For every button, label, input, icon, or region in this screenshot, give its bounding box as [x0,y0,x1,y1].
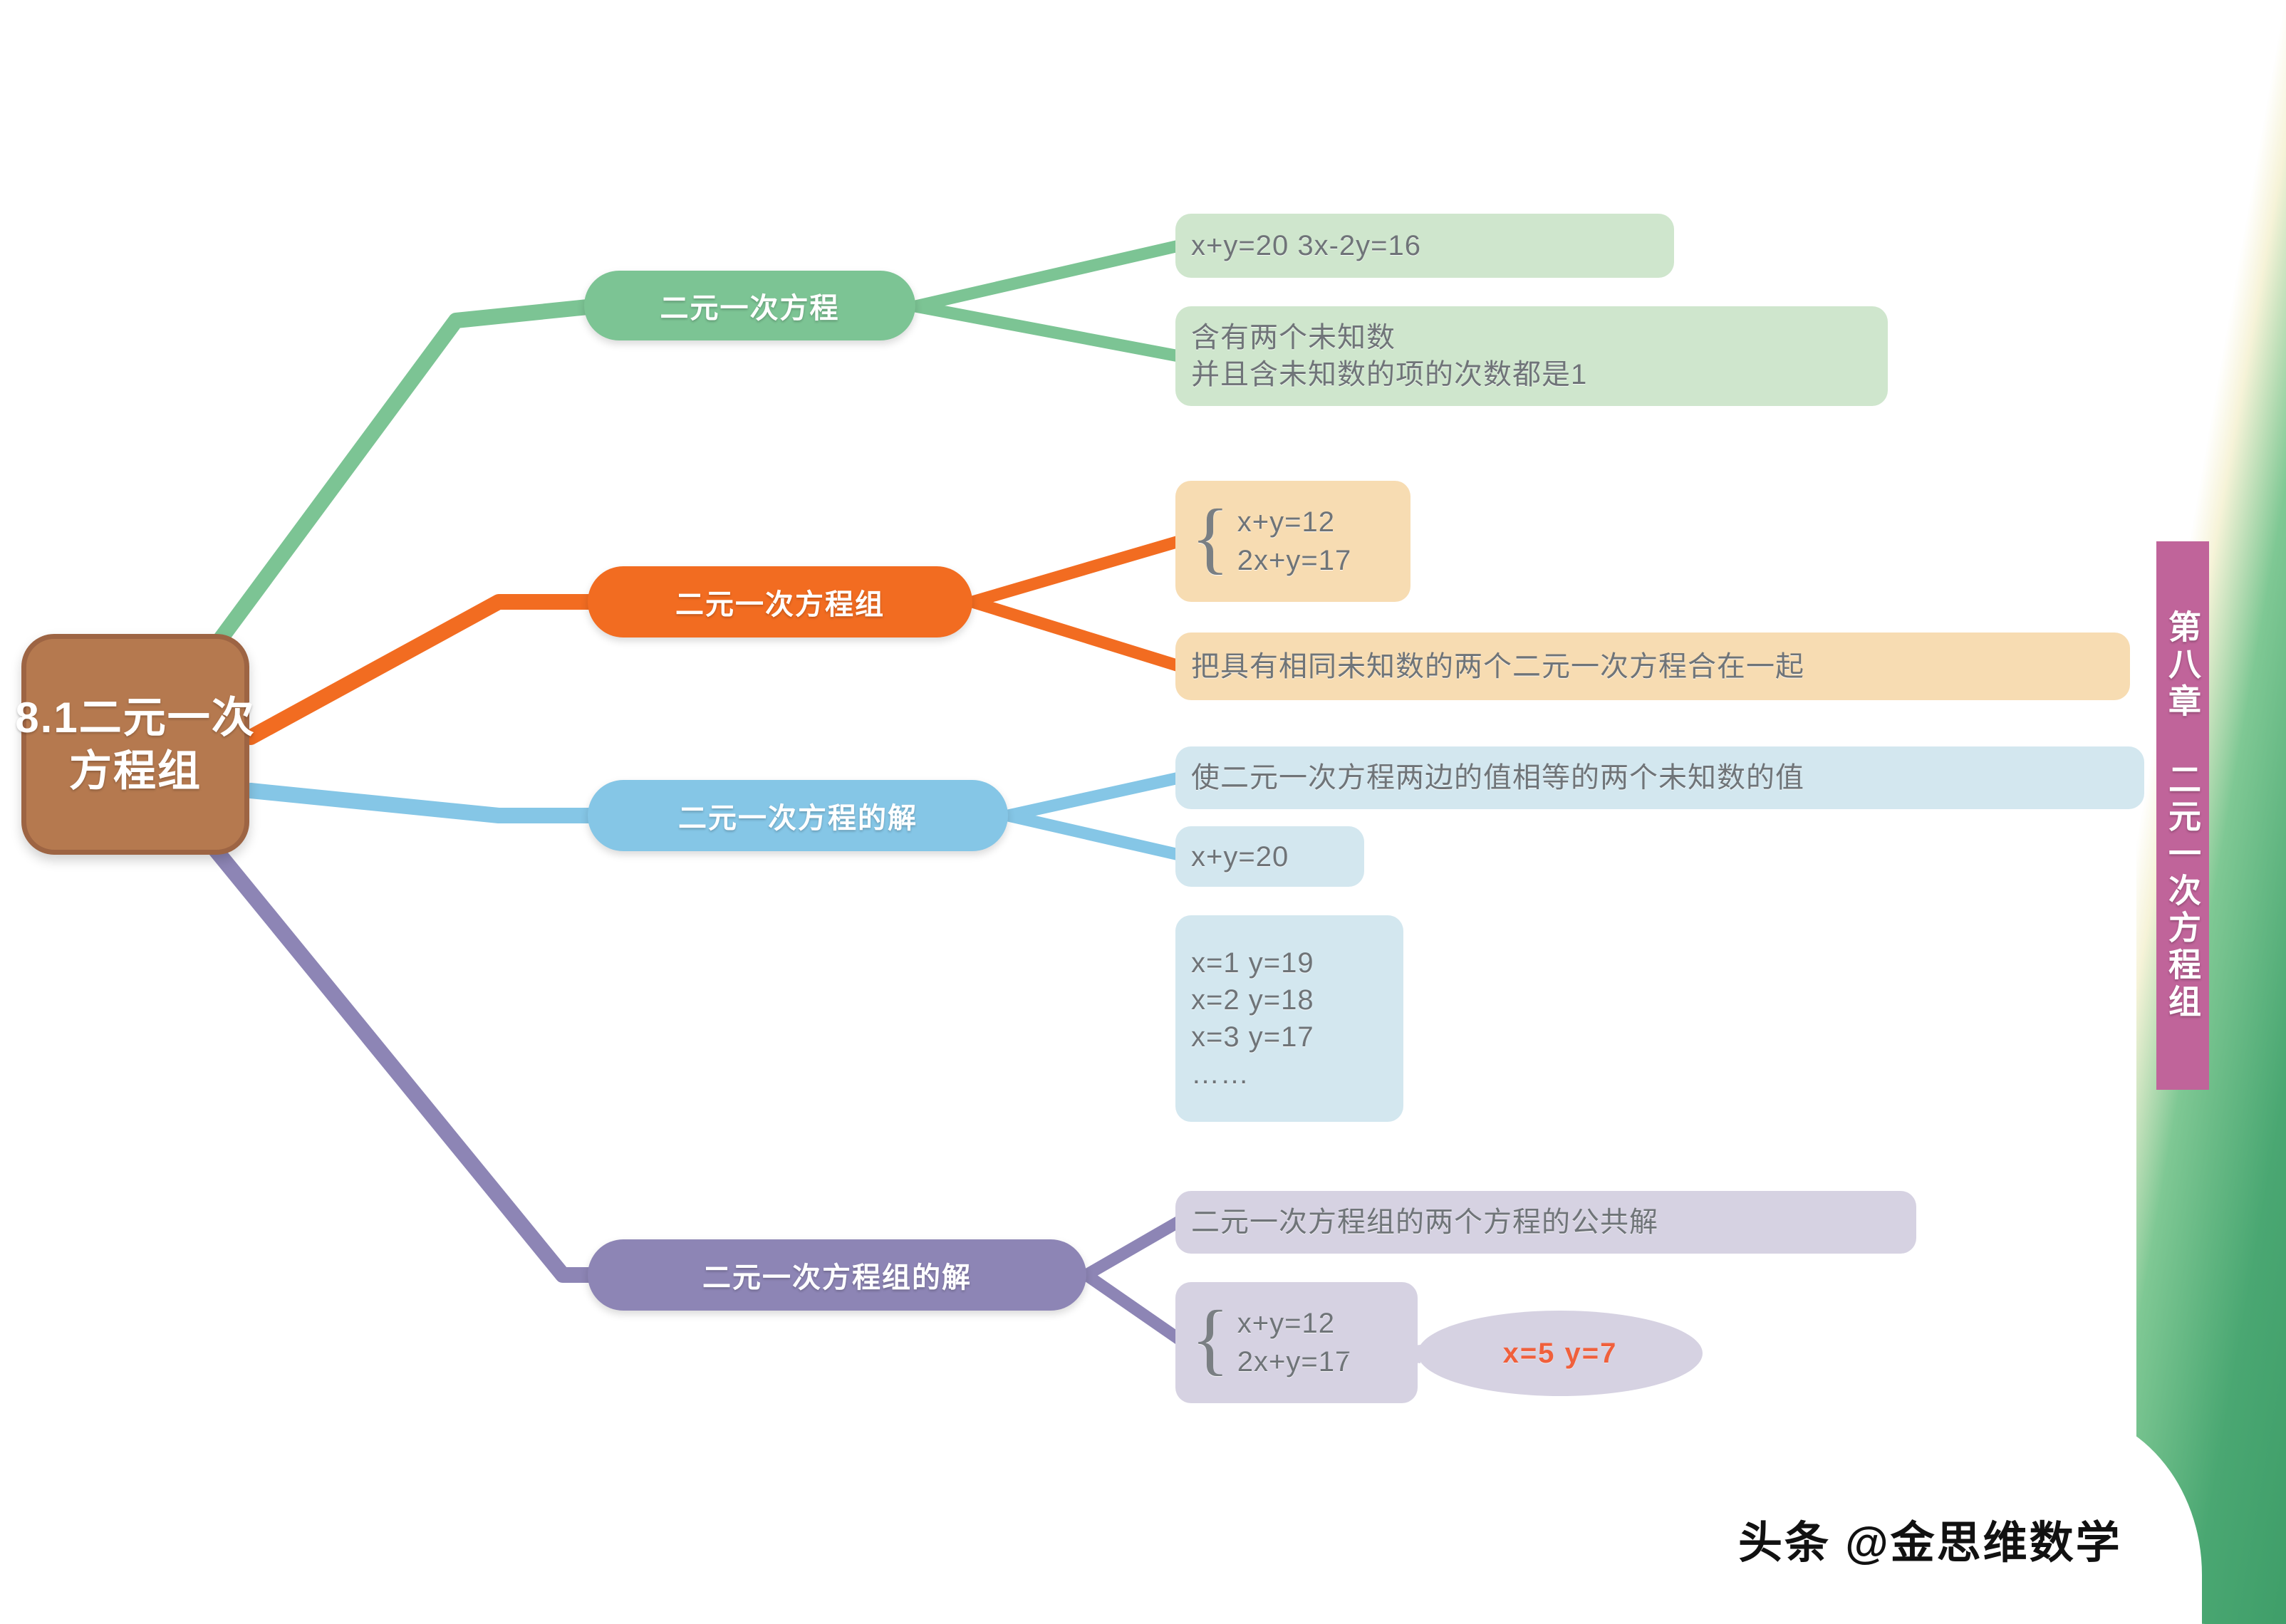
leaf-blue-solution-list[interactable]: x=1 y=19 x=2 y=18 x=3 y=17 …… [1175,915,1403,1122]
equation-system: { x+y=12 2x+y=17 [1191,1295,1402,1384]
leaf-text: 含有两个未知数 [1191,322,1396,353]
chapter-tab-label: 第八章 二元一次方程组 [2164,610,2201,1021]
leaf-text: x=3 y=17 [1191,1021,1314,1053]
central-node-line2: 方程组 [69,747,202,795]
chapter-tab: 第八章 二元一次方程组 [2156,541,2209,1090]
leaf-purple-system-example[interactable]: { x+y=12 2x+y=17 [1175,1282,1418,1403]
branch-node-orange[interactable]: 二元一次方程组 [588,566,972,637]
branch-label-green: 二元一次方程 [660,293,840,324]
leaf-text: 2x+y=17 [1237,1346,1352,1378]
branch-node-green[interactable]: 二元一次方程 [584,271,915,340]
leaf-text: x+y=12 [1237,1308,1335,1339]
leaf-text-ellipsis: …… [1191,1058,1249,1090]
leaf-text: x+y=20 3x-2y=16 [1191,230,1421,261]
leaf-green-definition[interactable]: 含有两个未知数 并且含未知数的项的次数都是1 [1175,306,1888,406]
branch-node-blue[interactable]: 二元一次方程的解 [588,780,1008,851]
leaf-text: x=2 y=18 [1191,984,1314,1016]
branch-node-purple[interactable]: 二元一次方程组的解 [588,1239,1086,1311]
leaf-text: 并且含未知数的项的次数都是1 [1191,359,1588,390]
left-brace-icon: { [1191,494,1230,583]
callout-text: x=5 y=7 [1502,1337,1618,1369]
leaf-orange-system-example[interactable]: { x+y=12 2x+y=17 [1175,481,1410,602]
leaf-orange-definition[interactable]: 把具有相同未知数的两个二元一次方程合在一起 [1175,633,2130,700]
equation-system: { x+y=12 2x+y=17 [1191,494,1395,583]
equation-system-rows: x+y=12 2x+y=17 [1237,1305,1351,1380]
watermark: 头条 @金思维数学 [1738,1506,2237,1571]
watermark-text: 头条 @金思维数学 [1738,1519,2122,1568]
branch-label-blue: 二元一次方程的解 [678,803,918,834]
leaf-text: 2x+y=17 [1237,545,1352,576]
leaf-purple-definition[interactable]: 二元一次方程组的两个方程的公共解 [1175,1191,1916,1254]
leaf-text: 把具有相同未知数的两个二元一次方程合在一起 [1191,650,1804,682]
branch-label-purple: 二元一次方程组的解 [702,1262,972,1294]
leaf-blue-definition[interactable]: 使二元一次方程两边的值相等的两个未知数的值 [1175,746,2144,809]
leaf-text: 使二元一次方程两边的值相等的两个未知数的值 [1191,762,1804,793]
leaf-text: x+y=12 [1237,506,1335,538]
callout-bubble-solution[interactable]: x=5 y=7 [1341,1311,1703,1396]
leaf-green-examples[interactable]: x+y=20 3x-2y=16 [1175,214,1674,278]
leaf-blue-equation[interactable]: x+y=20 [1175,826,1364,887]
leaf-text: x=1 y=19 [1191,947,1314,979]
left-brace-icon: { [1191,1295,1230,1384]
leaf-text: 二元一次方程组的两个方程的公共解 [1191,1207,1658,1238]
equation-system-rows: x+y=12 2x+y=17 [1237,504,1351,579]
branch-label-orange: 二元一次方程组 [675,589,885,620]
leaf-text: x+y=20 [1191,840,1289,873]
central-node-line1: 8.1二元一次 [15,694,256,741]
central-node[interactable]: 8.1二元一次 方程组 [15,634,254,855]
callout-tail-icon [1341,1345,1420,1363]
